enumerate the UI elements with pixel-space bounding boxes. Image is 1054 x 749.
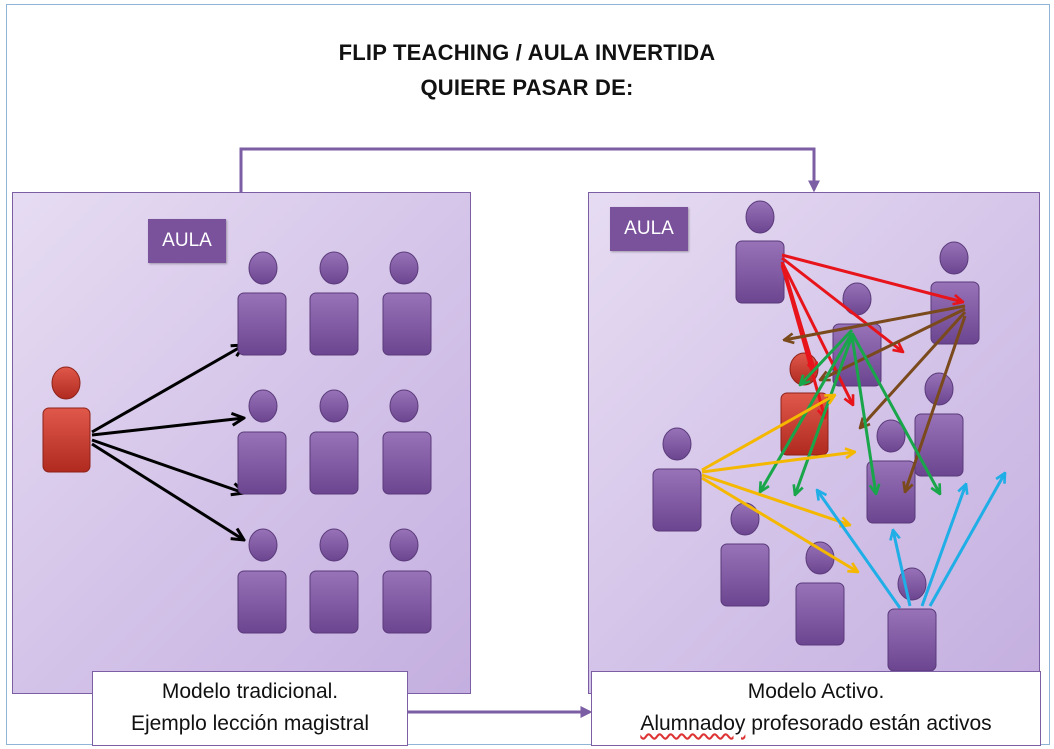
student-figure — [309, 389, 359, 495]
caption-left-line2: Ejemplo lección magistral — [130, 712, 370, 735]
slide-subtitle: QUIERE PASAR DE: — [420, 75, 634, 100]
active-model-caption: Modelo Activo. Alumnadoy profesorado est… — [591, 671, 1041, 746]
aula-label-right: AULA — [610, 207, 688, 251]
student-figure — [735, 200, 785, 304]
brown-interaction-arrows — [784, 304, 967, 492]
slide-frame — [6, 4, 1050, 745]
student-figure — [930, 241, 980, 345]
student-figure — [652, 427, 702, 532]
student-figure — [720, 502, 770, 607]
arrow-to-row3a — [91, 438, 244, 493]
top-transition-connector — [239, 147, 820, 193]
student-figure — [382, 528, 432, 634]
caption-right-line2: Alumnadoy profesorado están activos — [592, 708, 1040, 740]
student-figure — [309, 528, 359, 634]
student-figure — [382, 389, 432, 495]
traditional-model-caption: Modelo tradicional. Ejemplo lección magi… — [92, 671, 408, 746]
lecture-arrows — [91, 345, 244, 540]
yellow-interaction-arrows — [701, 395, 858, 572]
slide-title: FLIP TEACHING / AULA INVERTIDA — [338, 40, 716, 65]
arrow-to-row1 — [91, 345, 244, 434]
student-figure — [887, 567, 937, 672]
active-students — [652, 200, 980, 672]
caption-right-line2-rest: profesorado están activos — [745, 712, 992, 735]
student-figure — [237, 251, 287, 356]
arrow-to-row2 — [91, 418, 244, 437]
aula-label-left: AULA — [148, 219, 226, 263]
misspelled-word: Alumnadoy — [640, 712, 746, 735]
student-figure — [237, 389, 287, 495]
student-figure — [237, 528, 287, 634]
student-figure — [382, 251, 432, 356]
student-figure — [866, 419, 916, 524]
caption-left-line1: Modelo tradicional. — [161, 680, 339, 703]
arrow-to-row3b — [91, 442, 244, 540]
student-figure — [795, 541, 845, 646]
blue-interaction-arrows — [817, 473, 1005, 609]
teacher-figure-left — [42, 366, 91, 473]
student-figure — [309, 251, 359, 356]
caption-right-line1: Modelo Activo. — [747, 680, 885, 703]
student-grid — [237, 251, 432, 634]
